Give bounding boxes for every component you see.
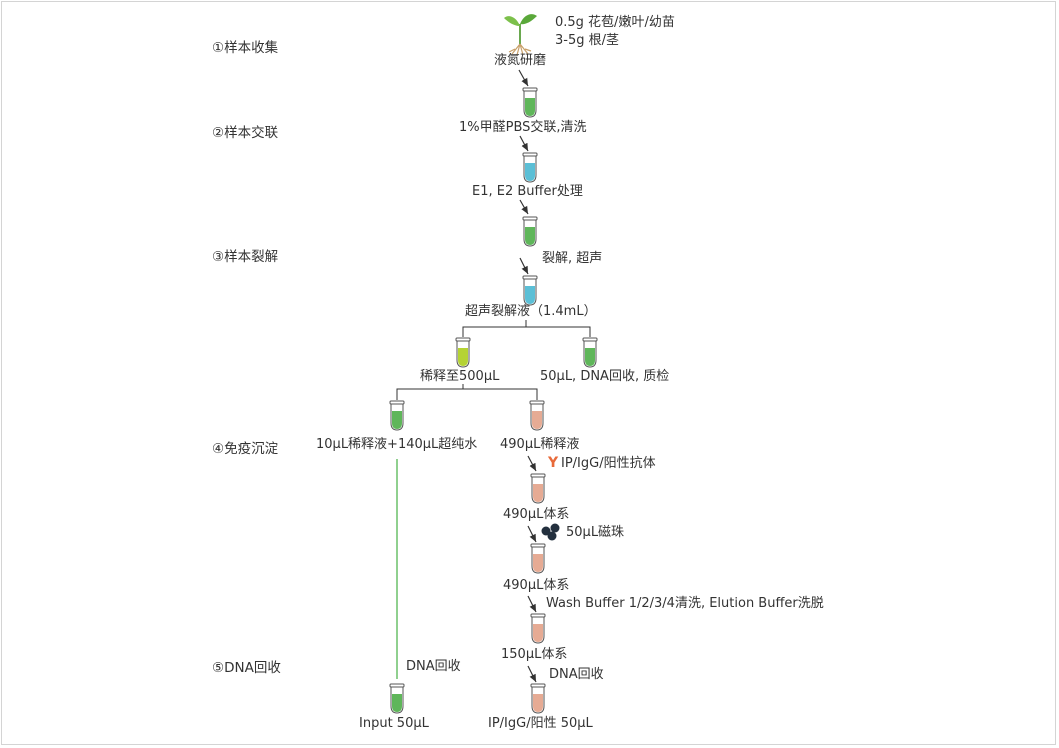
seedling-icon [504, 14, 537, 56]
antibody-label: IP/IgG/阳性抗体 [561, 456, 656, 471]
tube-icon [530, 473, 546, 504]
arrow-icon [527, 665, 537, 683]
step-label-crosslink: ②样本交联 [212, 125, 279, 141]
antibody-icon: Y [548, 455, 559, 471]
crosslink-label: 1%甲醛PBS交联,清洗 [459, 120, 587, 135]
sample-amount-label: 0.5g 花苞/嫩叶/幼苗 [555, 15, 675, 30]
system-volume-label: 150μL体系 [501, 647, 568, 662]
arrow-icon [518, 69, 529, 87]
split-connector [396, 384, 538, 400]
ip-dilute-label: 490μL稀释液 [500, 437, 580, 452]
step-label-immunoprecipitation: ④免疫沉淀 [212, 441, 279, 457]
dna-recovery-label: DNA回收 [406, 659, 461, 674]
step-label-lysis: ③样本裂解 [212, 249, 279, 265]
qc-label: 50μL, DNA回收, 质检 [540, 369, 670, 384]
arrow-icon [527, 455, 537, 472]
tube-icon [522, 87, 538, 118]
dna-recovery-label: DNA回收 [549, 667, 604, 682]
arrow-icon [519, 199, 529, 215]
grind-label: 液氮研磨 [494, 53, 547, 68]
tube-icon [389, 400, 405, 431]
arrow-icon [519, 257, 529, 275]
sample-amount-label: 3-5g 根/茎 [555, 33, 619, 48]
beads-label: 50μL磁珠 [566, 525, 625, 540]
tube-icon [389, 683, 405, 714]
input-final-label: Input 50μL [359, 716, 429, 731]
tube-icon [530, 683, 546, 714]
arrow-icon [527, 595, 537, 613]
tube-icon [582, 337, 598, 368]
system-volume-label: 490μL体系 [503, 578, 570, 593]
ip-final-label: IP/IgG/阳性 50μL [488, 716, 593, 731]
system-volume-label: 490μL体系 [503, 507, 570, 522]
step-label-dna-recovery: ⑤DNA回收 [212, 660, 281, 676]
input-mix-label: 10μL稀释液+140μL超纯水 [316, 437, 478, 452]
tube-icon [455, 337, 471, 368]
arrow-icon [527, 525, 537, 543]
buffer-label: E1, E2 Buffer处理 [472, 184, 583, 199]
tube-icon [522, 152, 538, 183]
tube-icon [522, 275, 538, 306]
split-connector [462, 320, 591, 337]
tube-icon [529, 400, 545, 431]
tube-icon [530, 543, 546, 574]
wash-label: Wash Buffer 1/2/3/4清洗, Elution Buffer洗脱 [546, 596, 824, 611]
tube-icon [522, 216, 538, 247]
arrow-icon [519, 135, 529, 152]
dilute-label: 稀释至500μL [420, 369, 500, 384]
magnetic-beads-icon [541, 523, 560, 541]
step-label-sample-collection: ①样本收集 [212, 40, 279, 56]
sonicate-liquid-label: 超声裂解液（1.4mL） [465, 304, 597, 319]
lysis-label: 裂解, 超声 [542, 251, 603, 266]
tube-icon [530, 613, 546, 644]
